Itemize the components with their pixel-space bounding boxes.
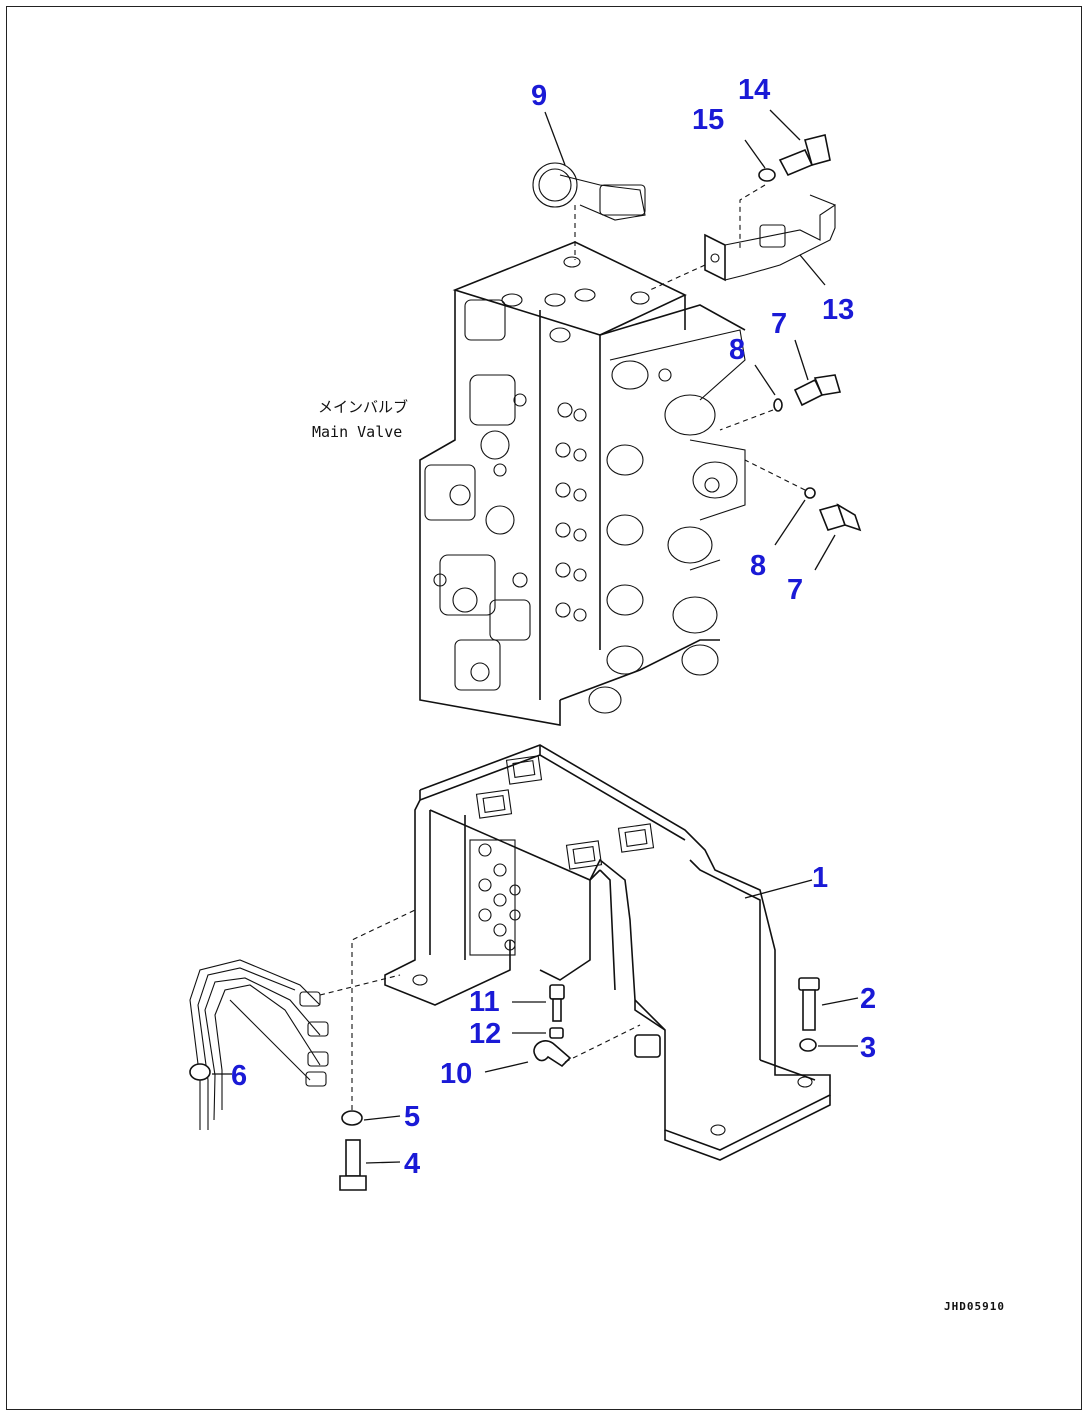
part-4-bolt [339,1139,367,1191]
part-10-clamp [533,1040,572,1068]
valve-left-spools [424,299,531,691]
part-2-bolt [798,977,820,1031]
part-9-sensor-harness [532,162,646,260]
connector-block [469,839,521,956]
part-3-washer [799,1038,817,1052]
drawing-id: JHD05910 [944,1300,1005,1313]
part-8-oring-upper [773,398,783,412]
part-6-wiring-harness [189,959,329,1130]
callout-4: 4 [404,1148,421,1180]
part-12-nut [549,1027,564,1039]
main-valve [419,241,746,726]
part-7-sensor-lower [818,503,862,532]
part-8-oring-lower [804,487,816,499]
callout-3: 3 [860,1032,877,1064]
callout-6: 6 [231,1060,248,1092]
callout-13: 13 [822,294,855,326]
drawing-frame [6,6,1082,1410]
part-1-valve-bracket [384,744,831,1161]
callout-8-upper: 8 [729,334,746,366]
part-15-washer [758,168,776,182]
callout-7-lower: 7 [787,574,804,606]
callout-8-lower: 8 [750,550,767,582]
part-14-bolt [778,134,831,177]
main-valve-label-jp: メインバルブ [318,398,409,416]
callout-9: 9 [531,80,548,112]
callout-1: 1 [812,862,829,894]
callout-15: 15 [692,104,725,136]
callout-2: 2 [860,983,877,1015]
callout-7-upper: 7 [771,308,788,340]
main-valve-label-en: Main Valve [312,423,403,441]
valve-center-ports [555,402,587,622]
callout-11: 11 [469,986,500,1018]
callout-14: 14 [738,74,771,106]
part-13-bracket [704,194,836,282]
part-11-bolt [549,984,565,1022]
callout-10: 10 [440,1058,473,1090]
part-5-washer [341,1110,363,1126]
callout-12: 12 [469,1018,502,1050]
valve-right-spools [588,329,746,714]
part-7-sensor-upper [793,374,842,407]
callout-5: 5 [404,1101,421,1133]
